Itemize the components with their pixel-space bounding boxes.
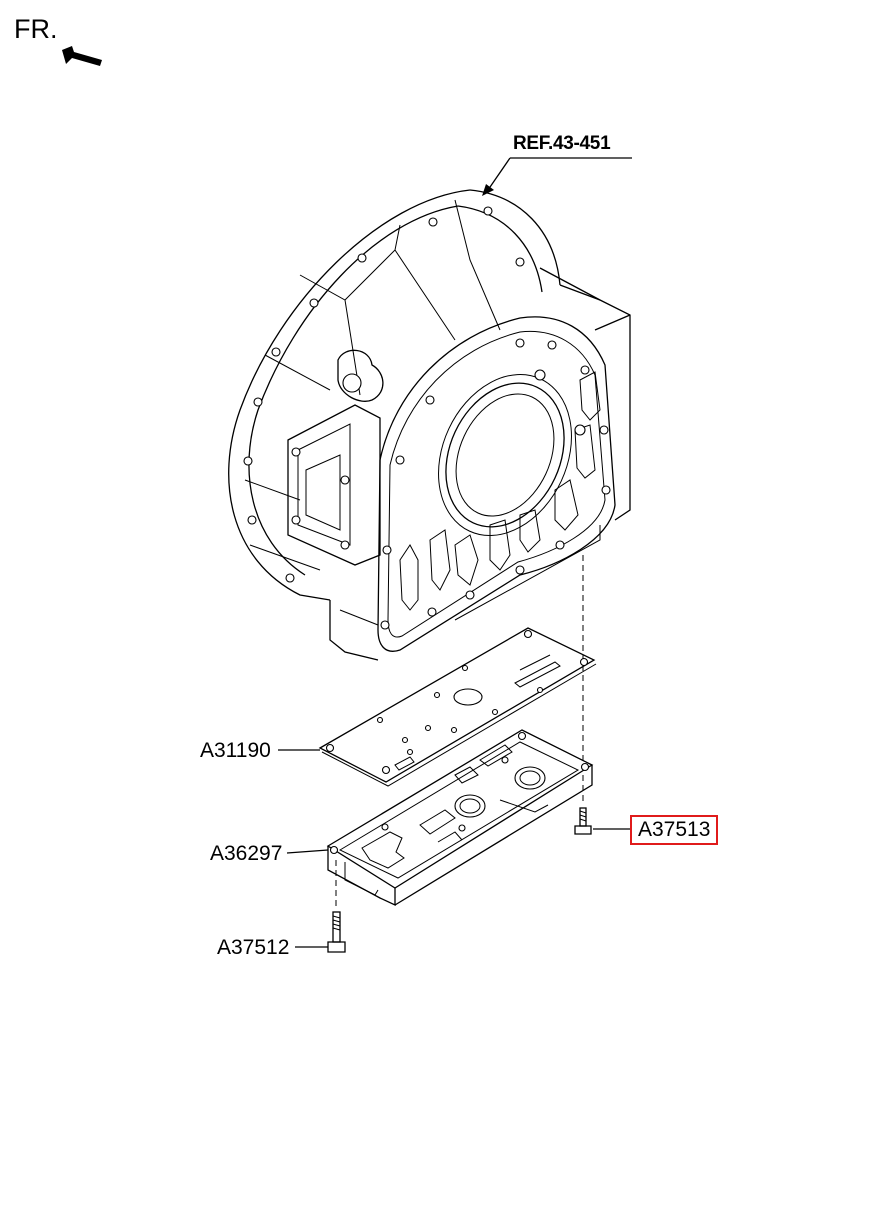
valve-body — [326, 729, 594, 907]
part-label-a31190[interactable]: A31190 — [200, 739, 271, 762]
front-direction-arrow-icon — [62, 46, 102, 66]
part-label-a36297[interactable]: A36297 — [210, 842, 283, 865]
short-bolt — [574, 807, 592, 835]
part-label-a37512[interactable]: A37512 — [217, 936, 290, 959]
long-bolt — [327, 911, 346, 953]
leader-line-a36297 — [286, 849, 329, 854]
transmission-housing — [228, 189, 631, 661]
reference-label[interactable]: REF.43-451 — [513, 133, 611, 154]
part-label-a37513[interactable]: A37513 — [630, 815, 719, 845]
separator-plate — [318, 627, 597, 787]
front-orientation-label: FR. — [14, 14, 58, 44]
reference-leader-line — [482, 157, 632, 196]
